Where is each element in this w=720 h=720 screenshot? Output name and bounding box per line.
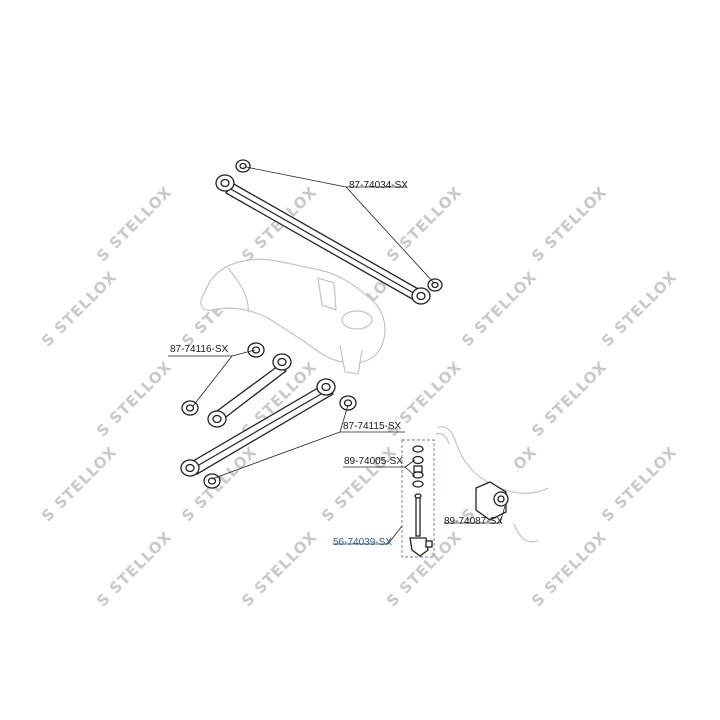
stabilizer-bar-ghost — [435, 426, 549, 543]
label-87-74115-SX: 87-74115-SX — [343, 421, 402, 432]
axle-housing-ghost — [200, 258, 386, 375]
leader-lines — [168, 166, 506, 545]
stabilizer-bushing-part — [475, 481, 509, 521]
label-87-74034-SX: 87-74034-SX — [349, 180, 408, 191]
label-89-74005-SX: 89-74005-SX — [344, 456, 403, 467]
upper-link-part — [215, 159, 443, 305]
lower-arm-part — [180, 378, 357, 489]
stabilizer-link-kit — [401, 439, 435, 558]
label-89-74087-SX: 89-74087-SX — [444, 516, 503, 527]
label-87-74116-SX: 87-74116-SX — [170, 344, 229, 355]
lower-link-part — [181, 342, 292, 428]
label-56-74039-SX: 56-74039-SX — [333, 537, 392, 548]
